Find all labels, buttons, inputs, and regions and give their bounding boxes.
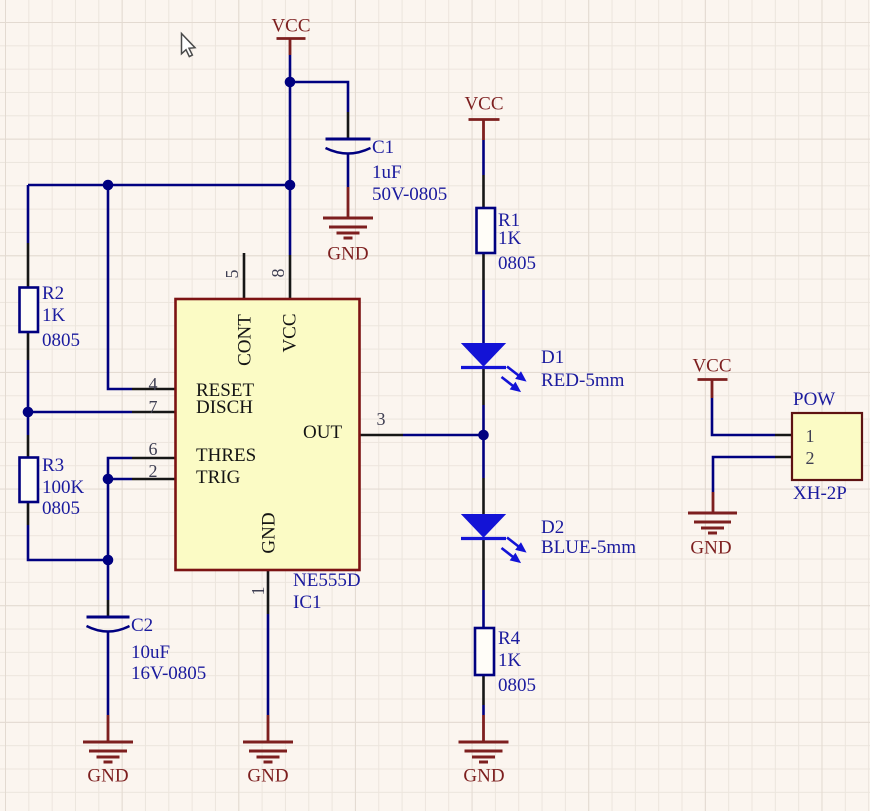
r3-value[interactable]: 100K	[42, 477, 85, 498]
ic-comment[interactable]: NE555D	[293, 570, 361, 591]
vcc-label-led[interactable]: VCC	[464, 93, 504, 115]
capacitor-c1-symbol[interactable]	[324, 137, 372, 155]
r3-package[interactable]: 0805	[42, 498, 80, 519]
wire-reset-branch[interactable]	[106, 185, 132, 391]
resistor-r2-symbol[interactable]	[18, 286, 40, 334]
d2-value[interactable]: BLUE-5mm	[541, 537, 636, 558]
r4-designator[interactable]: R4	[498, 628, 521, 649]
r1-designator[interactable]: R1	[498, 210, 521, 231]
wire-thres-trig-branch[interactable]	[106, 456, 132, 715]
resistor-r3-symbol[interactable]	[18, 456, 40, 504]
r1-package[interactable]: 0805	[498, 253, 536, 274]
c2-value[interactable]: 10uF	[131, 642, 171, 663]
r4-value[interactable]: 1K	[498, 650, 522, 671]
gnd-symbol-left[interactable]	[83, 740, 133, 764]
wire-left-rail[interactable]	[26, 360, 108, 562]
r2-value[interactable]: 1K	[42, 305, 66, 326]
r4-package[interactable]: 0805	[498, 675, 536, 696]
ic-pin-name-gnd: GND	[258, 512, 280, 554]
gnd-symbol-ic[interactable]	[243, 740, 293, 764]
ic-pin-name-out: OUT	[303, 422, 343, 443]
ic-pin-name-thres: THRES	[196, 445, 257, 466]
wires-layer[interactable]	[26, 55, 775, 715]
pin-lines	[26, 112, 792, 705]
gnd-symbol-connector[interactable]	[688, 511, 737, 535]
power-net-layer[interactable]	[83, 37, 737, 764]
led-emission-arrows-d2	[500, 536, 527, 564]
resistor-r4-symbol[interactable]	[473, 626, 496, 677]
capacitor-c2-symbol[interactable]	[85, 615, 131, 633]
ic-pin-number-5: 5	[222, 269, 242, 279]
connector-comment[interactable]: XH-2P	[793, 483, 847, 504]
gnd-label-c1[interactable]: GND	[327, 243, 369, 265]
mouse-cursor	[180, 31, 197, 58]
ic-pin-number-7: 7	[148, 397, 158, 417]
ic-pin-name-trig: TRIG	[196, 467, 241, 488]
d1-designator[interactable]: D1	[541, 347, 565, 368]
c1-designator[interactable]: C1	[372, 137, 395, 158]
vcc-bars	[276, 37, 728, 381]
wire-net-vcc[interactable]	[26, 55, 350, 255]
led-d2-symbol[interactable]	[460, 514, 527, 564]
connector-designator[interactable]: POW	[793, 389, 836, 410]
connector-pin-number-1: 1	[805, 426, 815, 446]
ic-pin-name-vcc: VCC	[279, 313, 301, 353]
ic-pin-number-4: 4	[148, 374, 158, 394]
ic-pin-number-3: 3	[376, 409, 386, 429]
r2-package[interactable]: 0805	[42, 330, 80, 351]
wire-connector-net[interactable]	[710, 398, 775, 492]
ic-pin-number-2: 2	[148, 461, 158, 481]
ic-pin-number-6: 6	[148, 439, 158, 459]
pin-lines-layer	[26, 112, 792, 705]
led-emission-arrows-d1	[500, 365, 527, 393]
ic-pin-name-reset: RESET	[196, 380, 255, 401]
gnd-label-ic[interactable]: GND	[247, 765, 289, 787]
r1-value[interactable]: 1K	[498, 228, 522, 249]
ic-pin-name-disch: DISCH	[196, 397, 254, 418]
connector-pow-body[interactable]	[790, 411, 864, 482]
r3-designator[interactable]: R3	[42, 455, 65, 476]
ic-pin-name-cont: CONT	[234, 314, 256, 366]
d2-designator[interactable]: D2	[541, 517, 565, 538]
gnd-symbol-c1[interactable]	[323, 216, 373, 240]
ic-designator[interactable]: IC1	[293, 592, 322, 613]
gnd-label-connector[interactable]: GND	[690, 537, 732, 559]
led-d1-symbol[interactable]	[460, 343, 527, 393]
ic-pin-number-8: 8	[268, 268, 288, 278]
d1-value[interactable]: RED-5mm	[541, 370, 625, 391]
vcc-label-connector[interactable]: VCC	[692, 355, 732, 377]
ic-pin-number-1: 1	[248, 586, 268, 596]
wire-out-net[interactable]	[403, 140, 485, 715]
vcc-label-main[interactable]: VCC	[271, 15, 311, 37]
connector-pin-number-2: 2	[805, 448, 815, 468]
c1-value[interactable]: 1uF	[372, 162, 402, 183]
c1-package[interactable]: 50V-0805	[372, 184, 448, 205]
junction-dots	[22, 76, 489, 566]
gnd-label-led[interactable]: GND	[463, 765, 505, 787]
r2-designator[interactable]: R2	[42, 283, 65, 304]
resistor-r1-symbol[interactable]	[475, 206, 497, 255]
gnd-label-left[interactable]: GND	[87, 765, 129, 787]
ic-ne555-body[interactable]	[174, 297, 361, 572]
c2-package[interactable]: 16V-0805	[131, 663, 207, 684]
power-stems	[106, 38, 715, 742]
gnd-symbol-led[interactable]	[458, 740, 509, 764]
c2-designator[interactable]: C2	[131, 615, 154, 636]
